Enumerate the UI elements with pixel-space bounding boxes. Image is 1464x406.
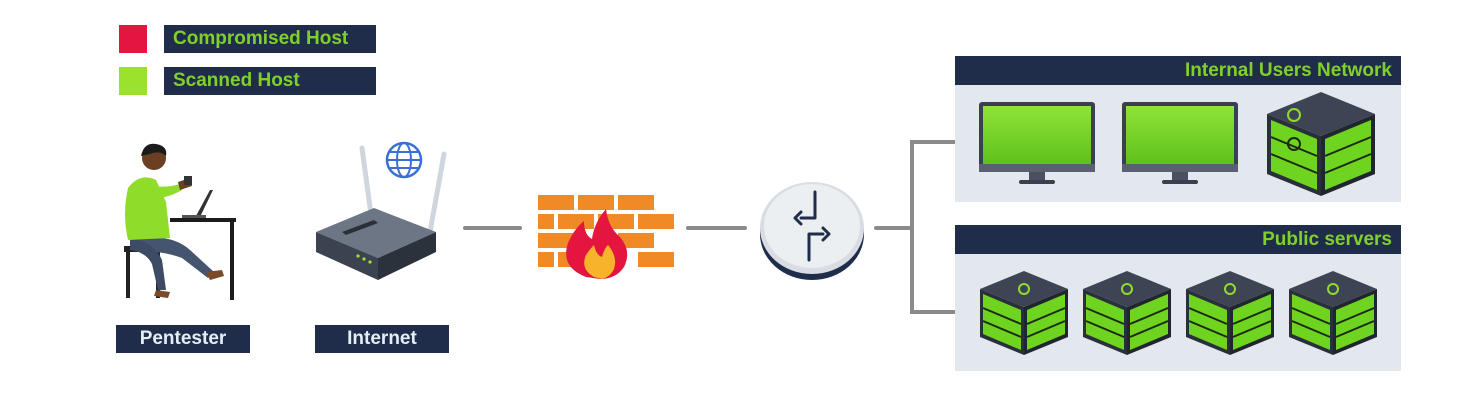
monitor-icon	[1122, 102, 1238, 184]
network-router-icon	[760, 182, 864, 280]
server-icon	[1289, 271, 1377, 355]
scanned-swatch	[119, 67, 147, 95]
public-servers-title: Public servers	[955, 225, 1401, 254]
internal-network-panel: Internal Users Network	[955, 56, 1401, 202]
compromised-legend-label: Compromised Host	[164, 25, 376, 53]
monitor-icon	[979, 102, 1095, 184]
internet-node[interactable]	[312, 140, 452, 290]
internal-network-title: Internal Users Network	[955, 56, 1401, 85]
pentester-node[interactable]	[110, 140, 250, 305]
router-icon	[316, 141, 447, 280]
router-node[interactable]	[757, 178, 867, 282]
compromised-swatch	[119, 25, 147, 53]
public-hosts	[980, 271, 1377, 355]
pentester-label: Pentester	[116, 325, 250, 353]
internet-label: Internet	[315, 325, 449, 353]
server-icon	[1186, 271, 1274, 355]
server-icon	[980, 271, 1068, 355]
public-servers-panel: Public servers	[955, 225, 1401, 371]
server-icon	[1083, 271, 1171, 355]
scanned-legend-label: Scanned Host	[164, 67, 376, 95]
firewall-node[interactable]	[536, 193, 676, 279]
internal-hosts	[979, 92, 1375, 196]
firewall-icon	[538, 195, 674, 279]
person-laptop-icon	[124, 143, 236, 300]
server-icon	[1267, 92, 1375, 196]
